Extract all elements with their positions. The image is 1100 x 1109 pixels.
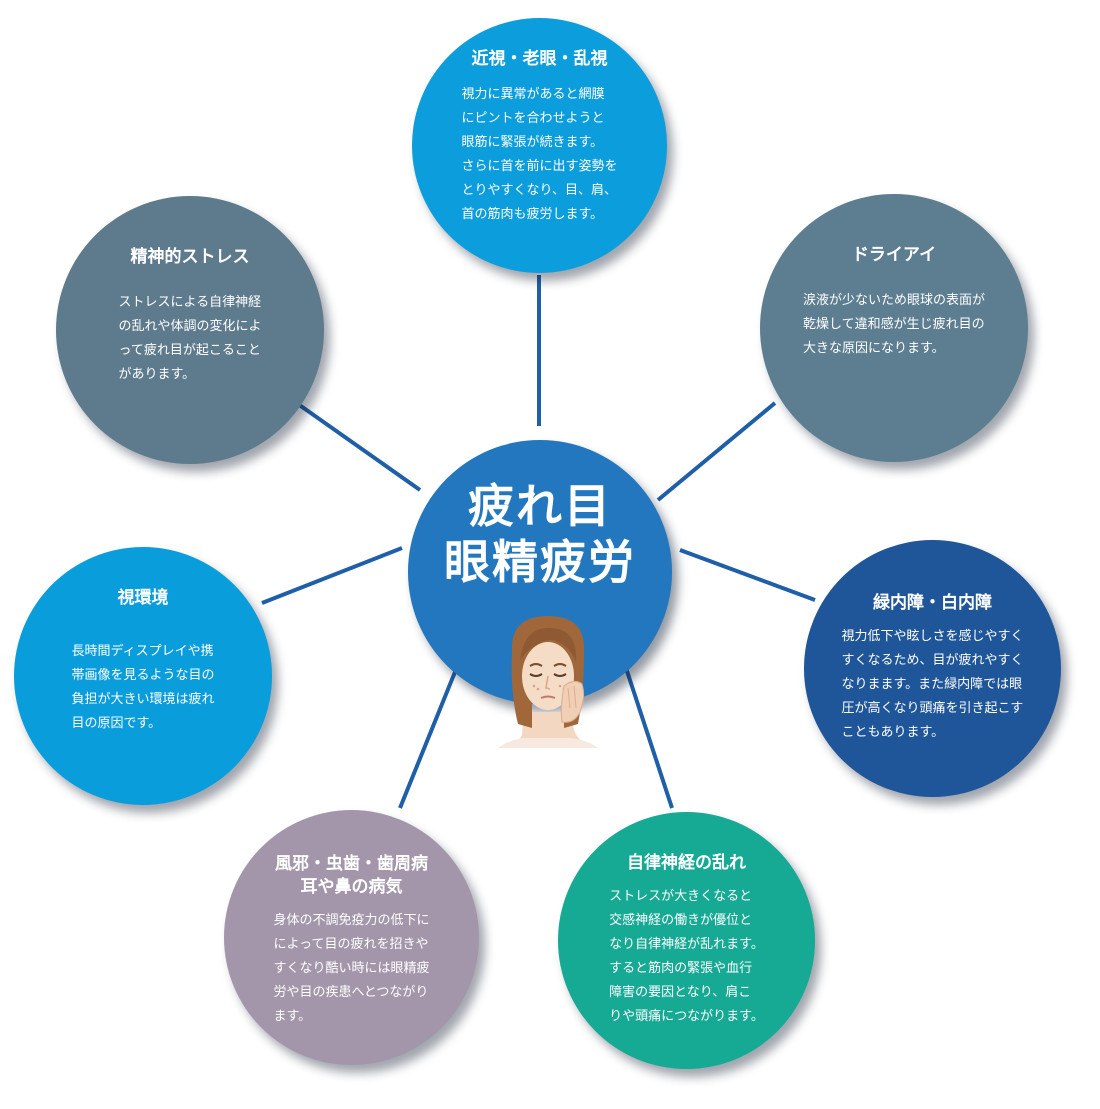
bubble-illness-body: 身体の不調免疫力の低下に によって目の疲れを招きや すくなり酷い時には眼精疲 労…	[273, 913, 430, 1024]
center-title-line1: 疲れ目	[468, 479, 612, 533]
bubble-stress: 精神的ストレス ストレスによる自律神経 の乱れや体調の変化によ って疲れ目が起こ…	[56, 196, 324, 464]
bubble-myopia: 近視・老眼・乱視 視力に異常があると網膜 にピントを合わせようと 眼筋に緊張が続…	[412, 18, 667, 273]
bubble-illness: 風邪・虫歯・歯周病 耳や鼻の病気 身体の不調免疫力の低下に によって目の疲れを招…	[224, 810, 479, 1065]
center-title-line2: 眼精疲労	[444, 535, 636, 589]
connector-illness	[398, 671, 457, 809]
bubble-glaucoma-body: 視力低下や眩しさを感じやすく すくなるため、目が疲れやすく なりまます。また緑内…	[841, 629, 1024, 740]
bubble-autonomic: 自律神経の乱れ ストレスが大きくなると 交感神経の働きが優位と なり自律神経が乱…	[558, 812, 815, 1069]
connector-stress	[296, 402, 422, 492]
tired-woman-holding-face-icon	[498, 616, 598, 748]
bubble-autonomic-body: ストレスが大きくなると 交感神経の働きが優位と なり自律神経が乱れます。 すると…	[609, 889, 764, 1024]
bubble-myopia-title: 近視・老眼・乱視	[471, 49, 608, 69]
connector-autonomic	[623, 664, 674, 809]
bubble-stress-title: 精神的ストレス	[130, 247, 250, 267]
bubble-glaucoma: 緑内障・白内障 視力低下や眩しさを感じやすく すくなるため、目が疲れやすく なり…	[804, 540, 1061, 797]
connector-glaucoma	[679, 548, 816, 602]
connector-environment	[261, 546, 403, 605]
bubble-stress-body: ストレスによる自律神経 の乱れや体調の変化によ って疲れ目が起こること がありま…	[118, 295, 262, 382]
bubble-autonomic-title: 自律神経の乱れ	[627, 853, 746, 873]
bubble-environment: 視環境 長時間ディスプレイや携 帯画像を見るような目の 負担が大きい環境は疲れ …	[14, 547, 272, 805]
bubble-dry-eye-title: ドライアイ	[851, 245, 937, 265]
bubble-dry-eye: ドライアイ 涙液が少ないため眼球の表面が 乾燥して違和感が生じ疲れ目の 大きな原…	[760, 194, 1028, 462]
bubble-environment-title: 視環境	[117, 588, 169, 608]
connector-dry-eye	[656, 401, 777, 502]
bubble-myopia-body: 視力に異常があると網膜 にピントを合わせようと 眼筋に緊張が続きます。 さらに首…	[461, 87, 618, 222]
bubble-environment-body: 長時間ディスプレイや携 帯画像を見るような目の 負担が大きい環境は疲れ 目の原因…	[71, 644, 215, 731]
bubble-dry-eye-body: 涙液が少ないため眼球の表面が 乾燥して違和感が生じ疲れ目の 大きな原因になります…	[802, 293, 985, 356]
bubble-illness-title: 風邪・虫歯・歯周病 耳や鼻の病気	[275, 854, 428, 897]
bubble-glaucoma-title: 緑内障・白内障	[873, 593, 992, 613]
